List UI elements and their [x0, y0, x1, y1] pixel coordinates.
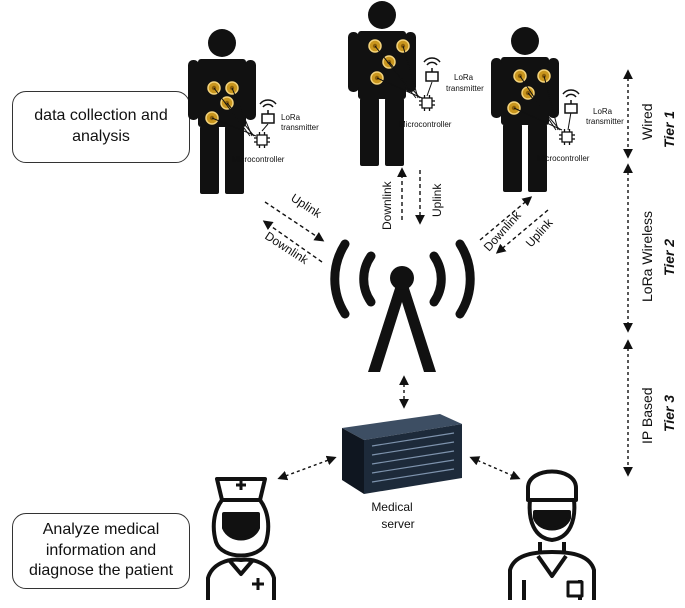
server-label-line2: server	[381, 517, 414, 531]
sensor-wires	[513, 75, 572, 131]
person-icon	[348, 1, 416, 166]
antenna-tower-icon	[330, 239, 475, 372]
nurse-icon	[206, 477, 276, 600]
lora-label: LoRa	[281, 113, 301, 122]
person-icon	[491, 27, 559, 192]
microcontroller-label: Microcontroller	[399, 120, 452, 129]
data-collection-text: data collection and analysis	[34, 107, 168, 145]
server-label-line1: Medical	[371, 500, 412, 514]
lora-transmitter-icon	[423, 57, 441, 82]
data-collection-box: data collection and analysis	[12, 91, 190, 163]
microcontroller-icon	[558, 128, 576, 146]
downlink-label-middle: Downlink	[380, 180, 394, 230]
microcontroller-icon	[418, 94, 436, 112]
microcontroller-label: Microcontroller	[232, 155, 285, 164]
lora-transmitter-icon	[259, 99, 277, 124]
uplink-label-right: Uplink	[523, 215, 556, 250]
downlink-arrow-right	[495, 209, 549, 254]
uplink-label-middle: Uplink	[430, 183, 444, 217]
tier1-name-label: Tier 1	[661, 111, 677, 148]
sensor-wires	[374, 45, 433, 99]
lora-label: LoRa	[454, 73, 474, 82]
patient-3: LoRa transmitter Microcontroller	[491, 27, 624, 192]
link-arrows	[262, 167, 549, 263]
uplink-label-left: Uplink	[288, 191, 324, 221]
server-doctor-arrow	[469, 456, 521, 480]
lora-label: LoRa	[593, 107, 613, 116]
sensor-wires	[211, 87, 269, 137]
downlink-label-left: Downlink	[262, 229, 311, 268]
tier3-tech-label: IP Based	[639, 387, 655, 444]
diagnose-box: Analyze medical information and diagnose…	[12, 513, 190, 589]
doctor-icon	[508, 469, 596, 600]
transmitter-label: transmitter	[281, 123, 319, 132]
person-icon	[188, 29, 256, 194]
uplink-arrow-left	[264, 201, 325, 242]
lora-transmitter-icon	[562, 89, 580, 114]
diagnose-text: Analyze medical information and diagnose…	[28, 520, 174, 580]
downlink-label-right: Downlink	[481, 208, 525, 254]
tier1-tech-label: Wired	[639, 103, 655, 140]
uplink-arrow-right	[479, 196, 533, 241]
transmitter-label: transmitter	[586, 117, 624, 126]
tier3-name-label: Tier 3	[661, 395, 677, 432]
tier2-name-label: Tier 2	[661, 239, 677, 276]
tier2-tech-label: LoRa Wireless	[639, 211, 655, 302]
patient-1: LoRa transmitter Microcontroller	[188, 29, 319, 194]
server-nurse-arrow	[277, 455, 337, 481]
downlink-arrow-left	[262, 220, 323, 263]
microcontroller-icon	[253, 131, 271, 149]
microcontroller-label: Microcontroller	[537, 154, 590, 163]
transmitter-label: transmitter	[446, 84, 484, 93]
patient-2: LoRa transmitter Microcontroller	[348, 1, 484, 166]
medical-server-icon	[342, 414, 462, 494]
